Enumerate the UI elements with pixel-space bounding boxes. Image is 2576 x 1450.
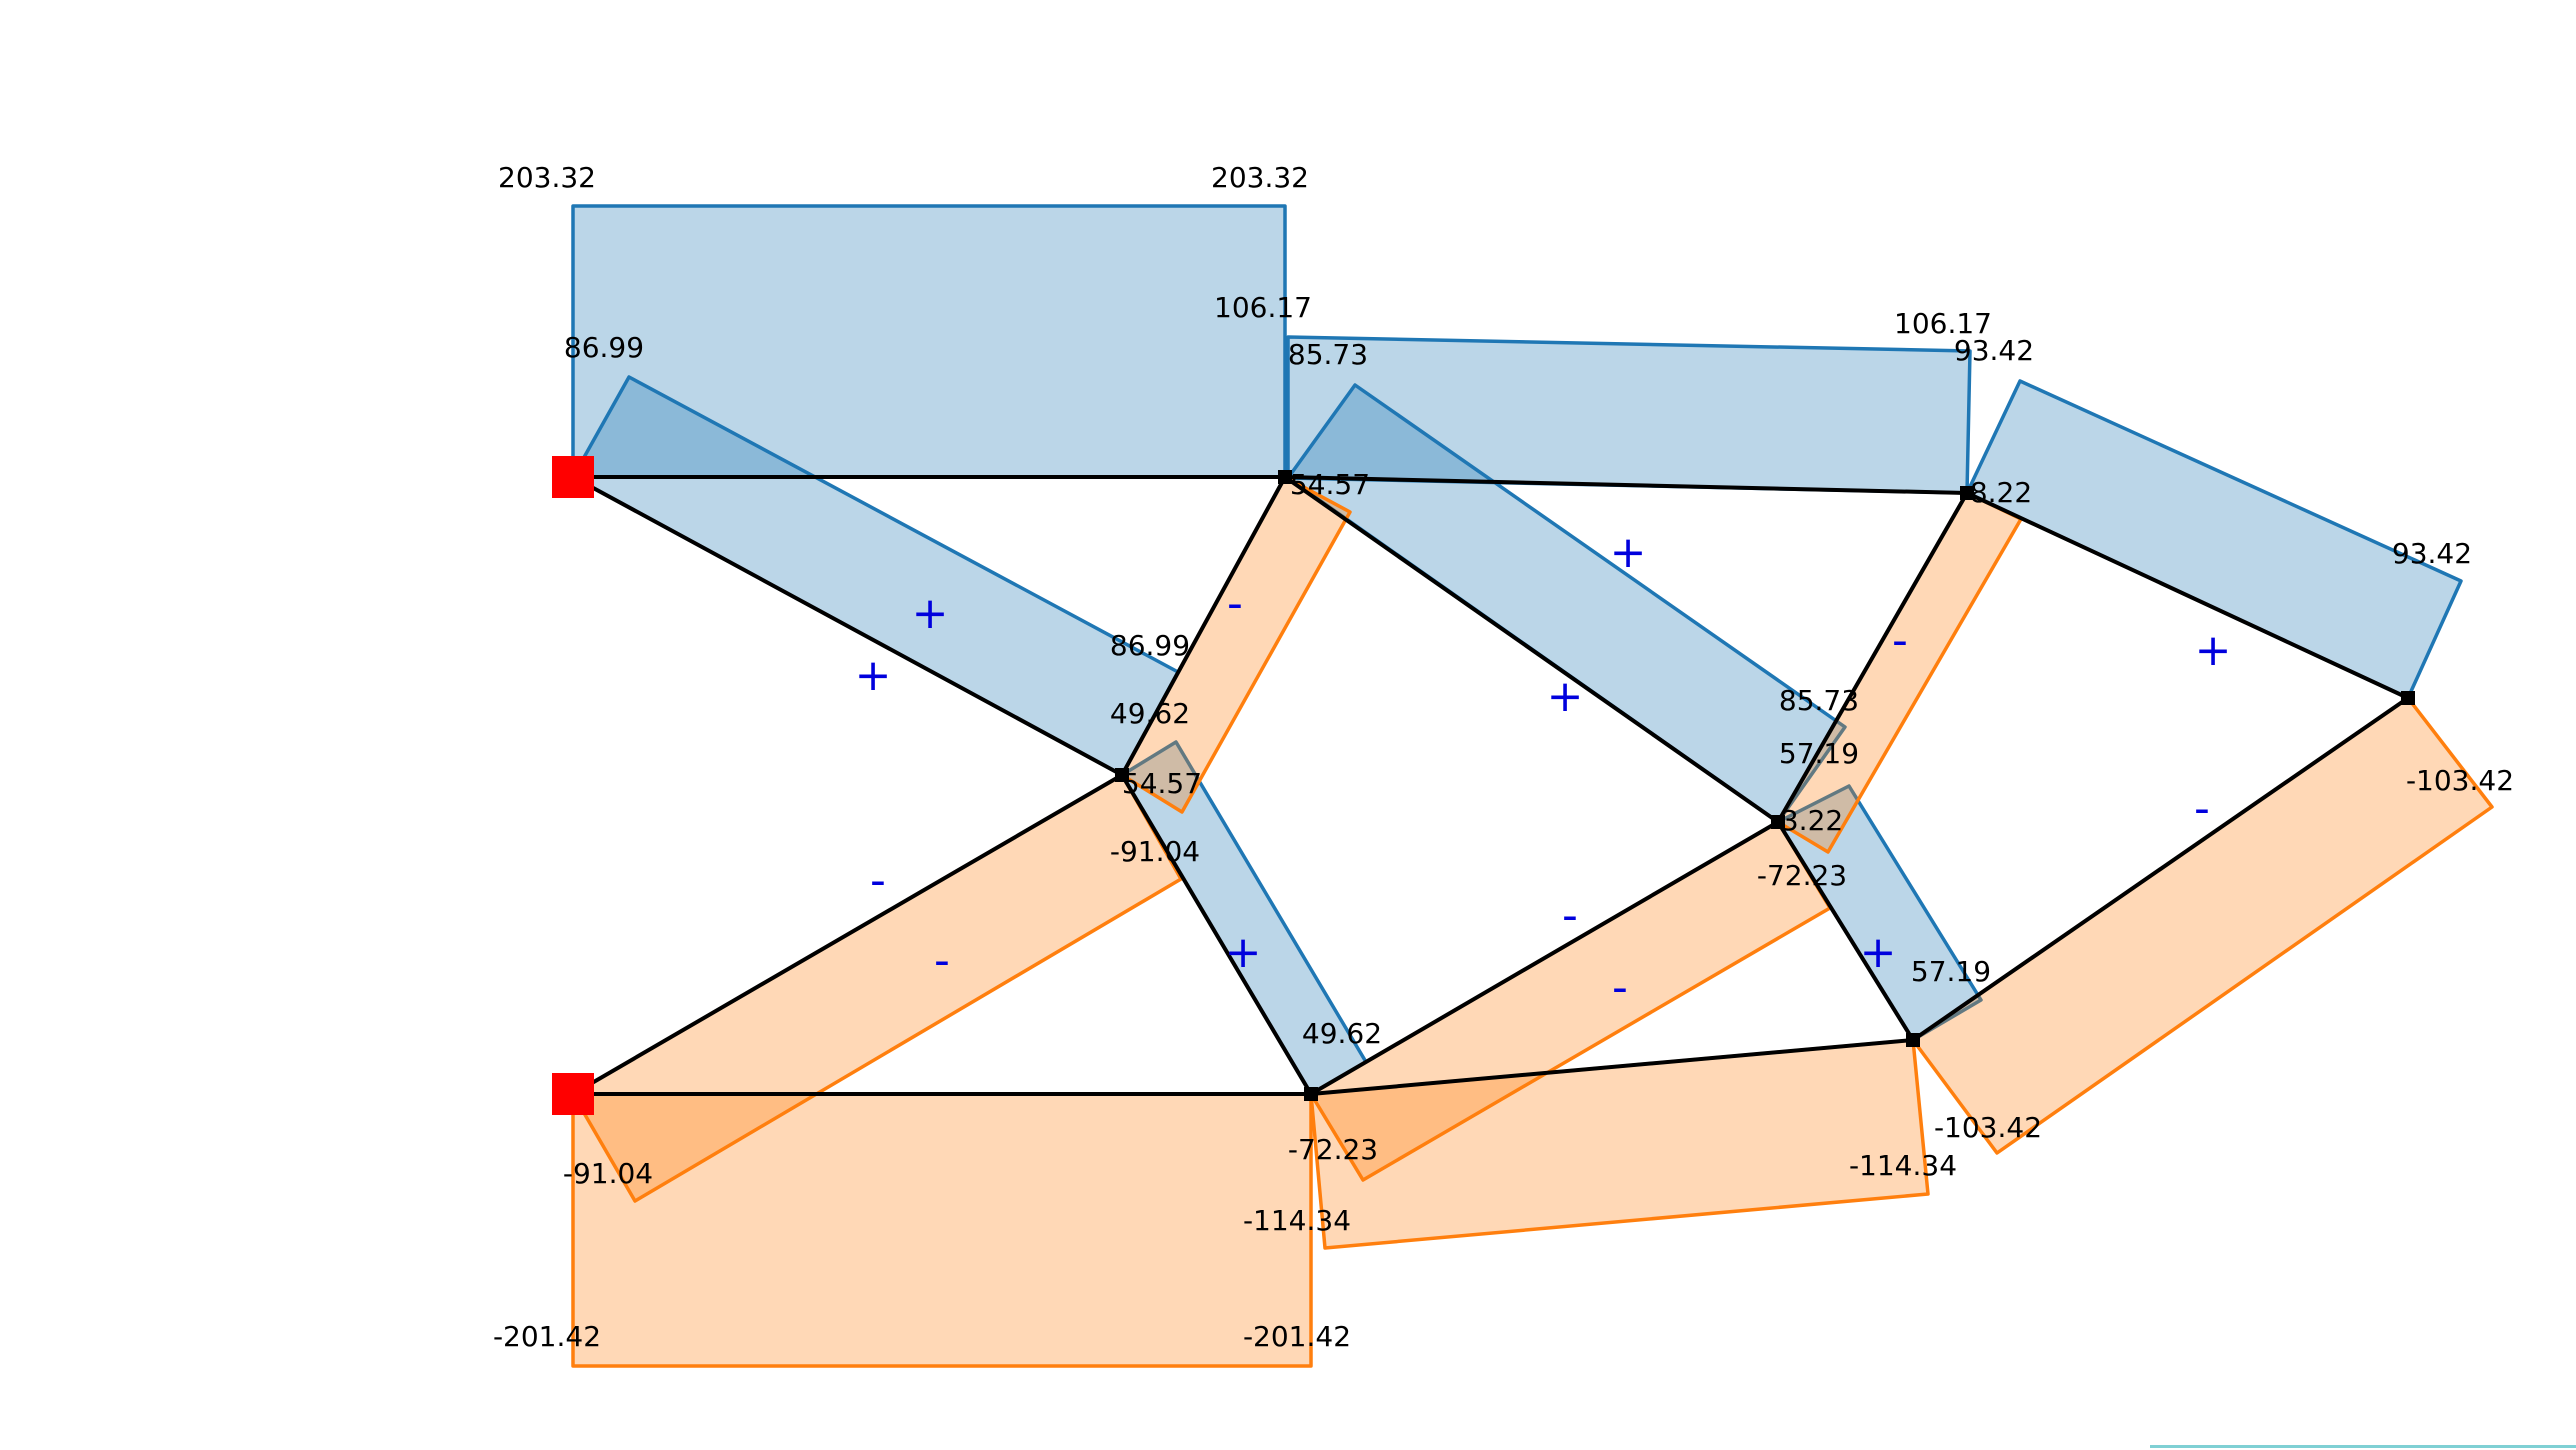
node bbox=[1278, 470, 1292, 484]
support-bottom bbox=[552, 1073, 594, 1115]
member-diag-9 bbox=[1966, 491, 2409, 700]
compression-sign: - bbox=[2194, 783, 2210, 834]
force-label: -114.34 bbox=[1849, 1149, 1957, 1182]
force-label: 57.19 bbox=[1779, 737, 1859, 770]
force-label: 54.57 bbox=[1290, 468, 1370, 501]
force-label: 203.32 bbox=[498, 161, 596, 194]
compression-sign: - bbox=[1227, 578, 1243, 629]
supports bbox=[552, 456, 594, 1115]
force-label: 93.42 bbox=[1954, 334, 2034, 367]
member-diag-7 bbox=[1776, 492, 1969, 823]
force-label: 106.17 bbox=[1214, 291, 1312, 324]
force-label: 49.62 bbox=[1302, 1017, 1382, 1050]
force-label: -103.42 bbox=[1934, 1111, 2042, 1144]
force-label: -114.34 bbox=[1243, 1204, 1351, 1237]
force-label: -201.42 bbox=[493, 1320, 601, 1353]
member-diag-8 bbox=[1776, 820, 1915, 1042]
node bbox=[1771, 815, 1785, 829]
bottom-edge-line bbox=[2150, 1445, 2576, 1448]
node bbox=[1115, 768, 1129, 782]
member-diag-5 bbox=[1283, 475, 1780, 824]
tension-sign: + bbox=[1860, 927, 1897, 978]
force-label: -91.04 bbox=[1110, 835, 1200, 868]
compression-sign: - bbox=[870, 855, 886, 906]
member-diag-6 bbox=[1309, 820, 1780, 1096]
force-label: -91.04 bbox=[563, 1157, 653, 1190]
force-labels: 203.32 203.32 106.17 106.17 86.99 86.99 … bbox=[493, 161, 2514, 1353]
tension-sign: + bbox=[2195, 625, 2232, 676]
force-label: -103.42 bbox=[2406, 764, 2514, 797]
force-label: 106.17 bbox=[1894, 307, 1992, 340]
node bbox=[2401, 691, 2415, 705]
truss-members bbox=[571, 475, 2410, 1096]
force-label: 49.62 bbox=[1110, 697, 1190, 730]
tension-sign: + bbox=[912, 588, 949, 639]
force-label: 86.99 bbox=[564, 331, 644, 364]
compression-sign: - bbox=[1892, 615, 1908, 666]
force-label: 93.42 bbox=[2392, 537, 2472, 570]
force-label: -72.23 bbox=[1757, 859, 1847, 892]
force-label: 54.57 bbox=[1122, 767, 1202, 800]
compression-sign: - bbox=[934, 935, 950, 986]
node bbox=[1960, 486, 1974, 500]
force-label: 203.32 bbox=[1211, 161, 1309, 194]
member-diag-2 bbox=[571, 773, 1124, 1096]
force-label: 57.19 bbox=[1911, 955, 1991, 988]
member-diag-4 bbox=[1120, 773, 1313, 1096]
member-diag-10 bbox=[1911, 696, 2410, 1042]
compression-sign: - bbox=[1562, 890, 1578, 941]
tension-sign: + bbox=[1547, 671, 1584, 722]
force-label: -201.42 bbox=[1243, 1320, 1351, 1353]
force-label: -72.23 bbox=[1288, 1133, 1378, 1166]
member-bottom-right bbox=[1310, 1038, 1914, 1096]
support-top bbox=[552, 456, 594, 498]
force-label: 8.22 bbox=[1970, 476, 2032, 509]
tension-sign: + bbox=[1610, 527, 1647, 578]
force-label: 85.73 bbox=[1288, 338, 1368, 371]
force-label: 86.99 bbox=[1110, 629, 1190, 662]
compression-sign: - bbox=[1612, 962, 1628, 1013]
force-label: 85.73 bbox=[1779, 684, 1859, 717]
force-label: -3.22 bbox=[1771, 804, 1843, 837]
member-diag-1 bbox=[572, 475, 1123, 777]
node bbox=[1906, 1033, 1920, 1047]
node bbox=[1304, 1087, 1318, 1101]
member-diag-3 bbox=[1120, 476, 1287, 776]
member-top-right bbox=[1284, 475, 1968, 495]
truss-nodes bbox=[1115, 470, 2415, 1101]
compression-band-vertical-right bbox=[1776, 491, 2023, 854]
tension-sign: + bbox=[855, 650, 892, 701]
sign-markers: + + + + + + + - - - - - - - bbox=[855, 527, 2232, 1013]
tension-sign: + bbox=[1225, 927, 1262, 978]
